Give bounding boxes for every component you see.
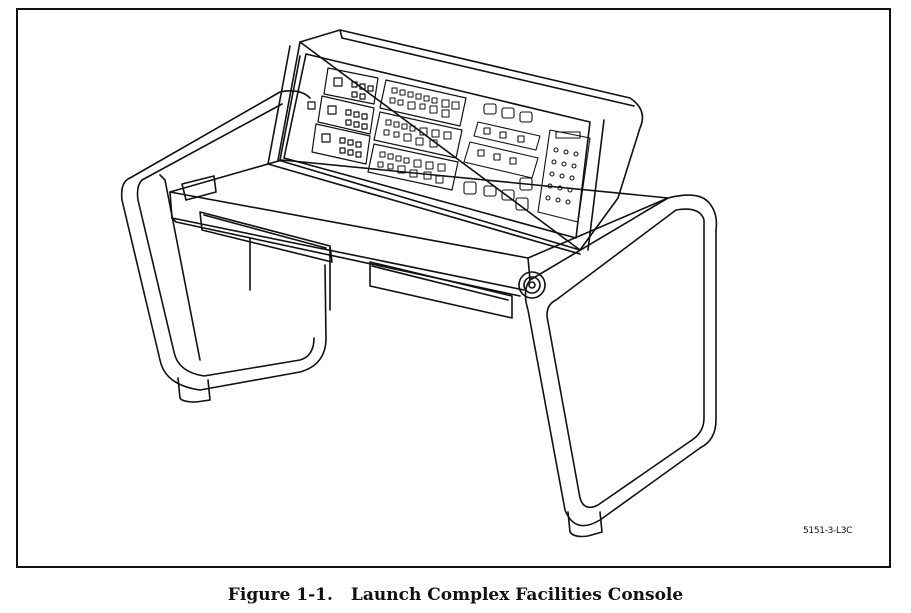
panel-buttons-right — [463, 103, 591, 223]
console-illustration — [120, 29, 718, 538]
figure-caption: Figure 1-1. Launch Complex Facilities Con… — [0, 585, 911, 605]
figure-number: Figure 1-1. — [227, 585, 333, 605]
right-leg — [524, 194, 718, 538]
panel-buttons-middle — [377, 87, 460, 184]
desk-body — [169, 159, 669, 319]
figure-title: Launch Complex Facilities Console — [350, 585, 684, 605]
left-leg — [120, 90, 327, 403]
illustration-frame — [16, 8, 891, 568]
figure-reference-code: 5151-3-L3C — [803, 526, 853, 536]
dial-knob — [518, 271, 546, 299]
console-housing — [267, 29, 644, 255]
panel-modules — [307, 67, 467, 191]
